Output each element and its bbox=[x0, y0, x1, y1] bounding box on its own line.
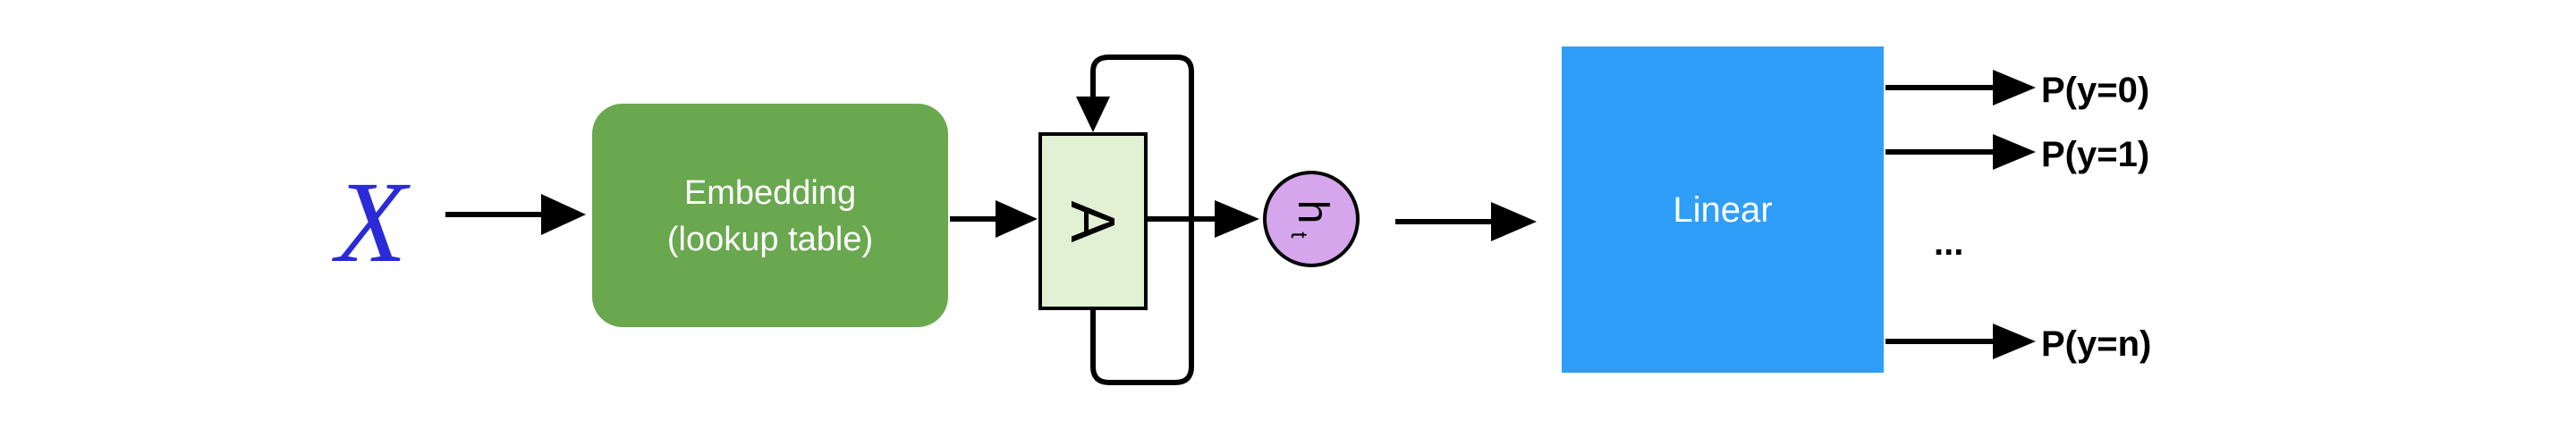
arrowhead-hidden-to-linear bbox=[1491, 202, 1537, 241]
arrowhead-input-to-embedding bbox=[541, 194, 586, 235]
output-ellipsis: ... bbox=[1934, 223, 1963, 263]
arrowhead-embedding-to-cell bbox=[996, 200, 1038, 238]
arrowhead-cell-to-hidden bbox=[1215, 200, 1259, 238]
linear-label: Linear bbox=[1673, 190, 1772, 230]
rnn-cell-box bbox=[1038, 132, 1148, 310]
hidden-state-subscript: t bbox=[1286, 231, 1313, 239]
rnn-cell-label: A bbox=[1058, 201, 1128, 243]
hidden-state-circle bbox=[1263, 171, 1360, 267]
embedding-label-line2: (lookup table) bbox=[667, 221, 873, 258]
hidden-state-main: h bbox=[1289, 200, 1336, 224]
output-arrowhead-0 bbox=[1993, 70, 2036, 105]
embedding-label-line1: Embedding bbox=[684, 174, 856, 212]
output-label-n: P(y=n) bbox=[2041, 324, 2151, 364]
output-label-0: P(y=0) bbox=[2041, 71, 2149, 110]
output-arrowhead-1 bbox=[1993, 134, 2036, 170]
input-symbol: X bbox=[331, 158, 411, 287]
output-label-1: P(y=1) bbox=[2041, 135, 2149, 174]
output-arrowhead-n bbox=[1993, 324, 2036, 359]
linear-box bbox=[1562, 46, 1884, 373]
hidden-state-label: h t bbox=[1286, 200, 1336, 240]
recurrent-loop-arrowhead bbox=[1076, 97, 1110, 132]
embedding-box bbox=[592, 104, 948, 327]
